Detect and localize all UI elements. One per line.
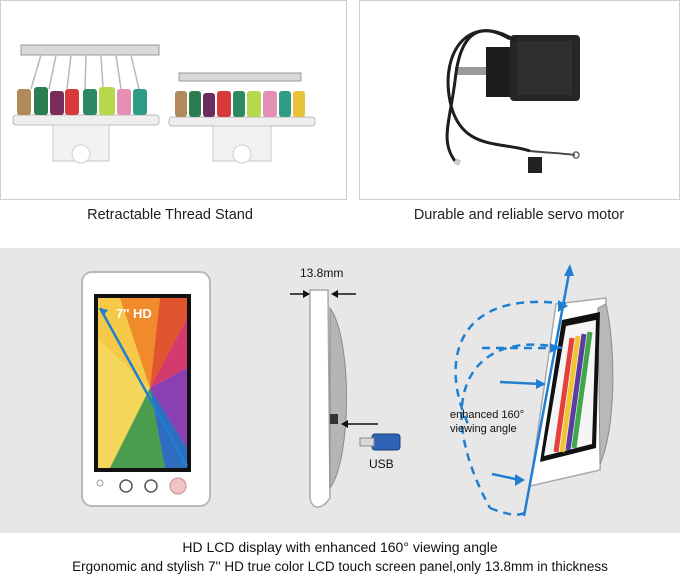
viewing-angle-label-line1: enhanced 160° [450,409,525,421]
thread-stand-caption: Retractable Thread Stand [87,207,253,223]
servo-motor-caption: Durable and reliable servo motor [413,207,625,223]
lcd-side-view [290,289,401,508]
servo-motor-illustration [445,29,580,173]
thread-stand-photo [0,0,347,200]
thickness-label: 13.8mm [300,266,344,280]
servo-motor-photo [359,0,680,200]
lcd-caption-line2: Ergonomic and stylish 7'' HD true color … [72,559,608,574]
usb-label: USB [369,457,394,471]
lcd-feature-panel: 7'' HD 13.8mm USB enhanced 160° viewing … [0,248,680,533]
lcd-caption-line1: HD LCD display with enhanced 160° viewin… [182,539,498,555]
screen-size-badge: 7'' HD [116,306,152,321]
viewing-angle-label-line2: viewing angle [450,423,517,435]
lcd-front-view [81,271,211,507]
thread-stand-illustration [12,44,316,164]
lcd-feature-illustration [81,264,614,517]
lcd-angled-view [454,264,614,517]
